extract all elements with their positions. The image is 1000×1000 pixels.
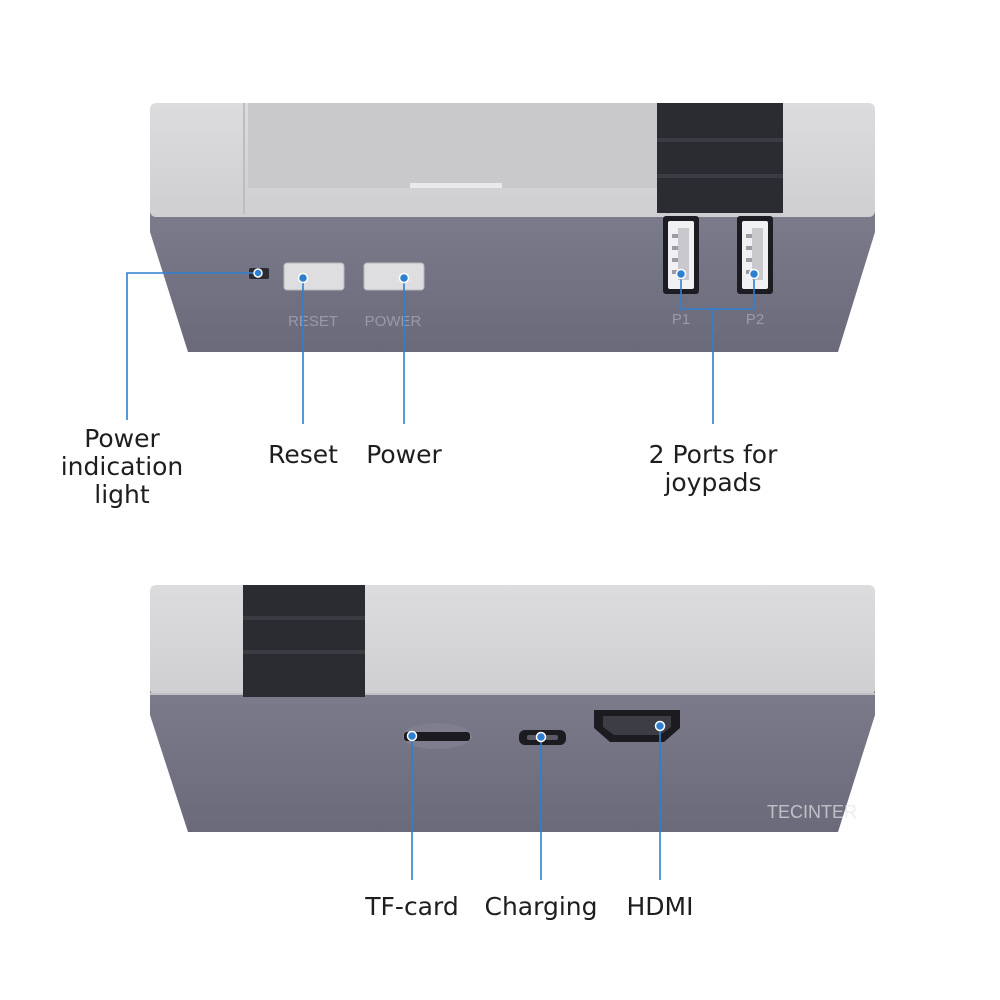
port-label-p1: P1 <box>672 311 690 328</box>
power-button-label: POWER <box>365 313 422 330</box>
callout-power: Power <box>366 440 442 469</box>
bottom-console-body <box>150 690 875 832</box>
dot-hdmi <box>654 720 666 732</box>
leader-power-light <box>126 272 258 420</box>
callout-reset: Reset <box>268 440 338 469</box>
rubber-bumper-bottom <box>243 585 365 697</box>
top-console: RESET POWER P1 P2 <box>150 103 875 352</box>
dot-power-light <box>253 268 263 278</box>
callout-power-light: Power indication light <box>60 424 184 509</box>
cartridge-lid-ridge <box>244 188 668 196</box>
dot-power <box>398 272 410 284</box>
callout-charging: Charging <box>484 892 598 921</box>
dot-charging <box>535 731 547 743</box>
dot-reset <box>297 272 309 284</box>
reset-button[interactable] <box>283 262 345 291</box>
dot-p1 <box>675 268 687 280</box>
callout-hdmi: HDMI <box>626 892 694 921</box>
watermark: TECINTER <box>767 802 857 822</box>
usb-port-p1 <box>663 216 699 294</box>
leader-ports <box>680 276 755 310</box>
tf-card-slot <box>402 723 472 749</box>
leader-dots <box>253 268 760 743</box>
dot-tf-card <box>406 730 418 742</box>
usb-port-p2 <box>737 216 773 294</box>
callout-joypad-ports: 2 Ports for joypads <box>648 440 778 497</box>
callout-tf-card: TF-card <box>365 892 459 921</box>
port-label-p2: P2 <box>746 311 764 328</box>
bottom-console: TECINTER <box>150 585 875 832</box>
power-button[interactable] <box>363 262 425 291</box>
dot-p2 <box>748 268 760 280</box>
lid-notch <box>410 183 502 188</box>
hdmi-port <box>594 710 680 742</box>
cartridge-lid <box>248 103 664 188</box>
reset-button-label: RESET <box>288 313 338 330</box>
leader-lines <box>126 272 755 880</box>
rubber-bumper-top <box>657 103 783 213</box>
